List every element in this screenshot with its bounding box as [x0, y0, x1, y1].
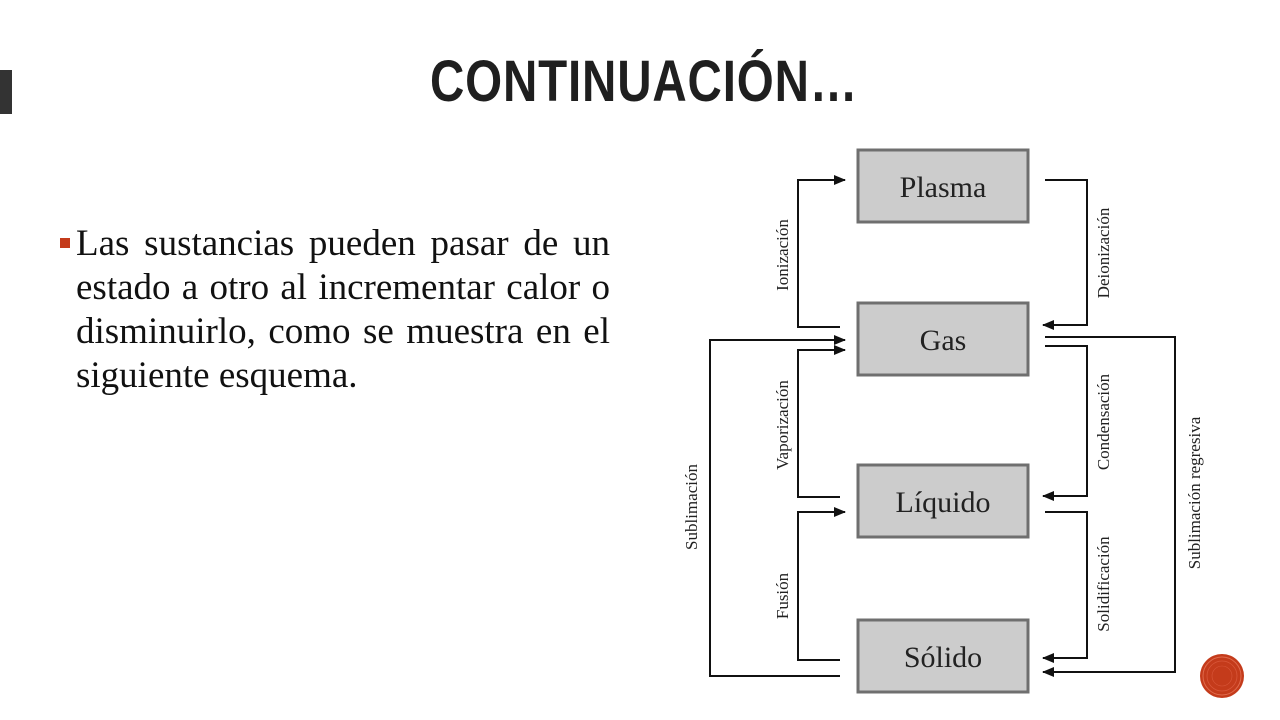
liquido-label: Líquido [896, 486, 991, 519]
solidificacion-label: Solidificación [1094, 536, 1113, 632]
condensacion-arrow [1042, 345, 1088, 501]
plasma-box [856, 148, 1030, 224]
sublimacion-regresiva-label: Sublimación regresiva [1185, 416, 1204, 569]
ionizacion-arrow [797, 175, 846, 328]
vaporizacion-label: Vaporización [773, 380, 792, 470]
condensacion-label: Condensación [1094, 373, 1113, 470]
bullet-square-icon [60, 238, 70, 248]
body-text: Las sustancias pueden pasar de un estado… [76, 223, 610, 396]
plasma-label: Plasma [900, 171, 987, 204]
vaporizacion-arrow [797, 345, 846, 498]
sublimacion-regresiva-arrow [1042, 336, 1176, 677]
solidificacion-arrow [1042, 511, 1088, 663]
ionizacion-label: Ionización [773, 219, 792, 291]
fusion-arrow [797, 507, 846, 661]
solido-label: Sólido [904, 641, 982, 674]
title-accent-bar [0, 70, 12, 114]
deionizacion-label: Deionización [1094, 207, 1113, 298]
body-paragraph: Las sustancias pueden pasar de un estado… [60, 222, 610, 398]
sublimacion-arrow [709, 335, 846, 677]
sublimacion-label: Sublimación [682, 464, 701, 550]
gas-label: Gas [920, 324, 967, 357]
deionizacion-arrow [1042, 179, 1088, 330]
solido-box [856, 618, 1030, 694]
liquido-box [856, 463, 1030, 539]
brand-logo-icon [1200, 654, 1244, 698]
fusion-label: Fusión [773, 572, 792, 619]
gas-box [856, 301, 1030, 377]
slide-title: CONTINUACIÓN… [430, 49, 859, 114]
